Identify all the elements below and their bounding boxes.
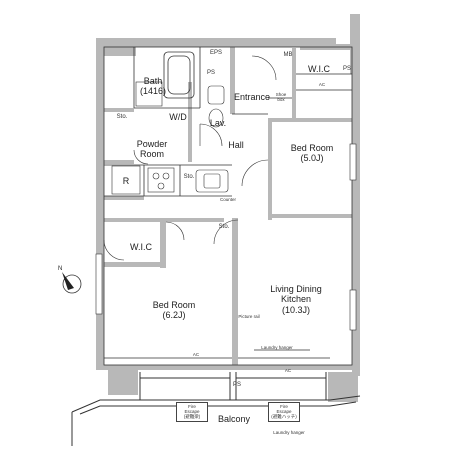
shoe-box-label: Shoe box	[270, 92, 292, 102]
bathtub	[163, 51, 195, 99]
bedroom-left-label: Bed Room (6.2J)	[144, 300, 204, 321]
ldk-name-2: Kitchen	[280, 294, 312, 305]
ps-bath-label: PS	[206, 70, 215, 76]
ps-wic-label: PS	[342, 66, 351, 72]
entrance-label: Entrance	[233, 92, 271, 102]
sto-kitchen-label: Sto.	[183, 174, 195, 180]
fire-escape-left-name-2: Escape	[184, 409, 200, 415]
fire-escape-left-label: Fire Escape (避難梁)	[176, 402, 208, 422]
walls	[96, 14, 360, 402]
eps-label: EPS	[209, 50, 222, 56]
bath-size: (1416)	[139, 86, 166, 97]
mb-label: MB	[283, 52, 293, 58]
bath-label: Bath (1416)	[136, 76, 170, 97]
fire-escape-right-name-2: Escape	[276, 409, 292, 415]
bath-name: Bath	[143, 76, 163, 86]
wall-outlines	[103, 46, 353, 366]
lav-label: Lav.	[209, 118, 227, 128]
ac-ldk-label: AC	[284, 368, 292, 373]
shoe-box-name-2: box	[277, 97, 285, 103]
laundry-hanger-ldk-label: Laundry hanger	[261, 345, 293, 350]
powder-room-name-1: Powder	[136, 139, 168, 149]
fire-escape-left-name-1: Fire	[188, 404, 196, 409]
doors	[103, 55, 277, 261]
picture-rail-label: Picture rail	[238, 314, 260, 319]
bedroom-top-name: Bed Room	[290, 143, 334, 153]
shoe-box-name-1: Shoe	[275, 92, 287, 97]
refrigerator-label: R	[122, 176, 130, 186]
bedroom-left-size: (6.2J)	[162, 310, 186, 321]
wic-top-label: W.I.C	[308, 64, 330, 74]
bedroom-top-size: (5.0J)	[300, 153, 324, 164]
wd-label: W/D	[169, 112, 187, 122]
fire-escape-right-label: Fire Escape (避難ハッチ)	[268, 402, 300, 422]
north-arrow-icon: N	[58, 266, 82, 294]
ldk-label: Living Dining Kitchen (10.3J)	[256, 284, 336, 315]
powder-room-label: Powder Room	[134, 139, 170, 160]
ps-balcony-label: PS	[232, 382, 241, 388]
ac-wic-label: AC	[318, 82, 326, 87]
sto-powder-label: Sto.	[116, 114, 128, 120]
sto-hall-label: Sto.	[218, 224, 230, 230]
ldk-size: (10.3J)	[281, 304, 310, 315]
laundry-hanger-balcony-label: Laundry hanger	[273, 430, 305, 435]
fire-escape-left-name-3: (避難梁)	[183, 414, 201, 420]
ldk-name-1: Living Dining	[270, 284, 322, 294]
fire-escape-right-name-1: Fire	[280, 404, 288, 409]
bedroom-top-label: Bed Room (5.0J)	[282, 143, 342, 164]
bedroom-left-name: Bed Room	[152, 300, 196, 310]
balcony-label: Balcony	[217, 414, 251, 424]
fire-escape-right-name-3: (避難ハッチ)	[271, 414, 297, 420]
balcony-outline	[71, 372, 361, 446]
hall-label: Hall	[228, 140, 244, 150]
windows	[95, 143, 357, 331]
powder-room-name-2: Room	[139, 149, 164, 160]
ac-bed-left-label: AC	[192, 352, 200, 357]
svg-text:N: N	[58, 266, 62, 272]
counter-label: Counter	[219, 197, 236, 202]
wic-left-label: W.I.C	[130, 242, 152, 252]
fixtures	[111, 81, 229, 195]
